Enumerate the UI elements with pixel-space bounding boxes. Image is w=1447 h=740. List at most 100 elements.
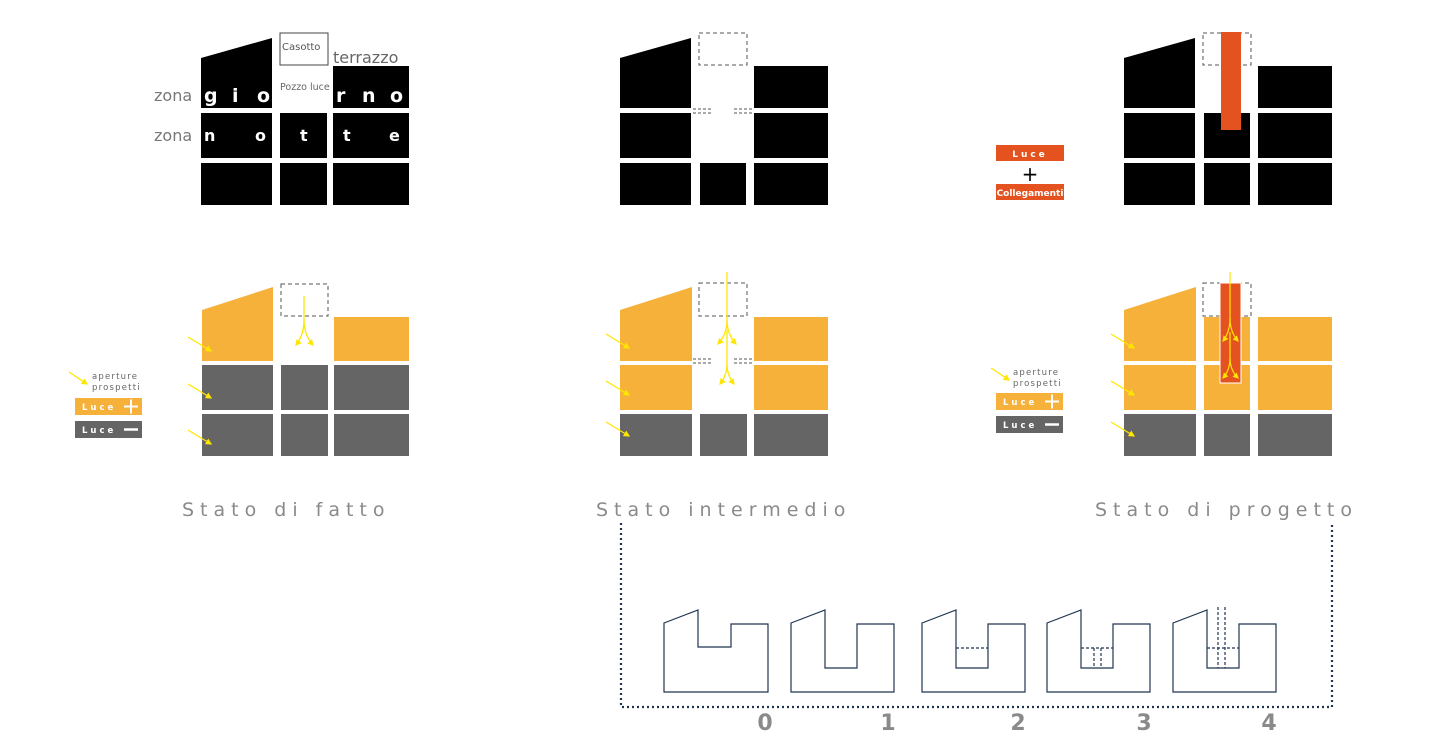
block-center-low — [700, 414, 747, 456]
block-right-top — [754, 317, 828, 361]
terrazzo-label: terrazzo — [333, 48, 398, 67]
block-left-roof — [620, 38, 691, 108]
caption-stato-intermedio: Stato intermedio — [596, 499, 851, 521]
step-outline-3 — [1046, 609, 1151, 693]
block-left-low — [620, 163, 691, 205]
caption-stato-di-progetto: Stato di progetto — [1095, 499, 1358, 521]
dotted-bracket — [619, 523, 1334, 709]
giorno-letter: r — [336, 85, 346, 107]
block-right-low — [333, 163, 409, 205]
giorno-letter: o — [390, 85, 403, 107]
block-left-low — [1124, 414, 1196, 456]
step-outline-2 — [921, 609, 1026, 693]
casotto-box — [279, 32, 329, 66]
plus-icon — [124, 399, 138, 414]
block-left-low — [620, 414, 692, 456]
notte-letter: o — [255, 126, 266, 145]
block-left-roof — [202, 287, 273, 361]
block-center-low — [280, 163, 327, 205]
legend-arrow — [990, 367, 1011, 381]
legend-arrow — [68, 371, 89, 385]
step-number: 3 — [1136, 711, 1151, 736]
block-left-roof — [1124, 38, 1195, 108]
luce-plus-label: Luce — [82, 403, 116, 413]
collegamenti-tag-label: Collegamenti — [997, 189, 1064, 199]
block-right-top — [334, 317, 409, 361]
block-right-low — [1258, 163, 1332, 205]
step-outline-1 — [790, 609, 895, 693]
step-outline-4 — [1172, 609, 1277, 693]
giorno-letter: i — [232, 85, 239, 107]
luce-plus-tag — [996, 393, 1063, 410]
section-top-left: Casotto terrazzo Pozzo luce zona zona g … — [154, 32, 409, 205]
block-right-mid — [1258, 365, 1332, 410]
casotto-dashed — [698, 32, 748, 66]
step-number: 0 — [757, 711, 772, 736]
step-numbers: 0 1 2 3 4 — [757, 711, 1276, 736]
block-right-low — [754, 163, 828, 205]
block-left-roof — [620, 287, 692, 361]
section-bottom-middle — [605, 272, 828, 456]
block-left-mid — [620, 365, 692, 410]
block-right-mid — [1258, 113, 1332, 158]
block-left-roof — [1124, 287, 1196, 361]
zona-notte-label: zona — [154, 126, 192, 145]
luce-tag — [996, 145, 1064, 161]
block-left-mid — [201, 113, 272, 158]
luce-plus-tag — [75, 398, 142, 415]
zona-giorno-label: zona — [154, 86, 192, 105]
block-center-low — [281, 414, 328, 456]
step-outline-0 — [663, 609, 769, 693]
light-shaft — [1221, 32, 1241, 130]
plus-icon — [1045, 394, 1059, 409]
section-bottom-right: aperture prospetti Luce Luce — [990, 272, 1332, 456]
legend-luce-collegamenti: Luce + Collegamenti — [996, 145, 1064, 200]
step-number: 1 — [880, 711, 895, 736]
section-top-middle — [620, 32, 828, 205]
block-left-low — [202, 414, 273, 456]
block-right-top — [333, 66, 409, 108]
block-center-mid — [280, 113, 327, 158]
prospetti-label: prospetti — [92, 383, 141, 393]
pozzo-luce-label: Pozzo luce — [280, 82, 330, 93]
notte-letter: e — [389, 126, 400, 145]
giorno-letter: n — [362, 85, 376, 107]
step-sequence — [663, 607, 1277, 693]
block-left-roof — [201, 38, 272, 108]
luce-minus-tag — [75, 421, 142, 438]
slab-marks — [693, 108, 752, 114]
step-number: 4 — [1261, 711, 1276, 736]
luce-minus-label: Luce — [82, 426, 116, 436]
aperture-label: aperture — [92, 372, 138, 382]
block-right-mid — [754, 113, 828, 158]
skylight-arrows — [1222, 272, 1239, 379]
section-bottom-left: aperture prospetti Luce Luce — [68, 283, 409, 456]
block-right-top — [754, 66, 828, 108]
notte-letter: n — [204, 126, 215, 145]
facade-arrows — [1110, 333, 1136, 437]
block-center-low — [1204, 414, 1250, 456]
aperture-label: aperture — [1013, 368, 1059, 378]
legend-light: aperture prospetti Luce Luce — [990, 367, 1063, 433]
giorno-letter: o — [257, 85, 270, 107]
legend-light: aperture prospetti Luce Luce — [68, 371, 142, 438]
skylight-arrows — [295, 296, 314, 347]
facade-arrows — [605, 333, 631, 437]
luce-minus-label: Luce — [1003, 421, 1037, 431]
block-right-low — [334, 414, 409, 456]
prospetti-label: prospetti — [1013, 379, 1062, 389]
block-right-low — [1258, 414, 1332, 456]
collegamenti-tag — [996, 184, 1064, 200]
captions: Stato di fatto Stato intermedio Stato di… — [182, 499, 1358, 521]
casotto-dashed — [698, 282, 748, 317]
casotto-label: Casotto — [282, 42, 320, 53]
slab-marks — [693, 358, 753, 364]
block-left-mid — [620, 113, 691, 158]
block-left-mid — [202, 365, 273, 410]
section-top-right: Luce + Collegamenti — [996, 32, 1332, 205]
plus-sign: + — [1022, 162, 1039, 186]
skylight-arrows — [717, 272, 737, 386]
luce-minus-tag — [996, 416, 1063, 433]
luce-plus-label: Luce — [1003, 398, 1037, 408]
